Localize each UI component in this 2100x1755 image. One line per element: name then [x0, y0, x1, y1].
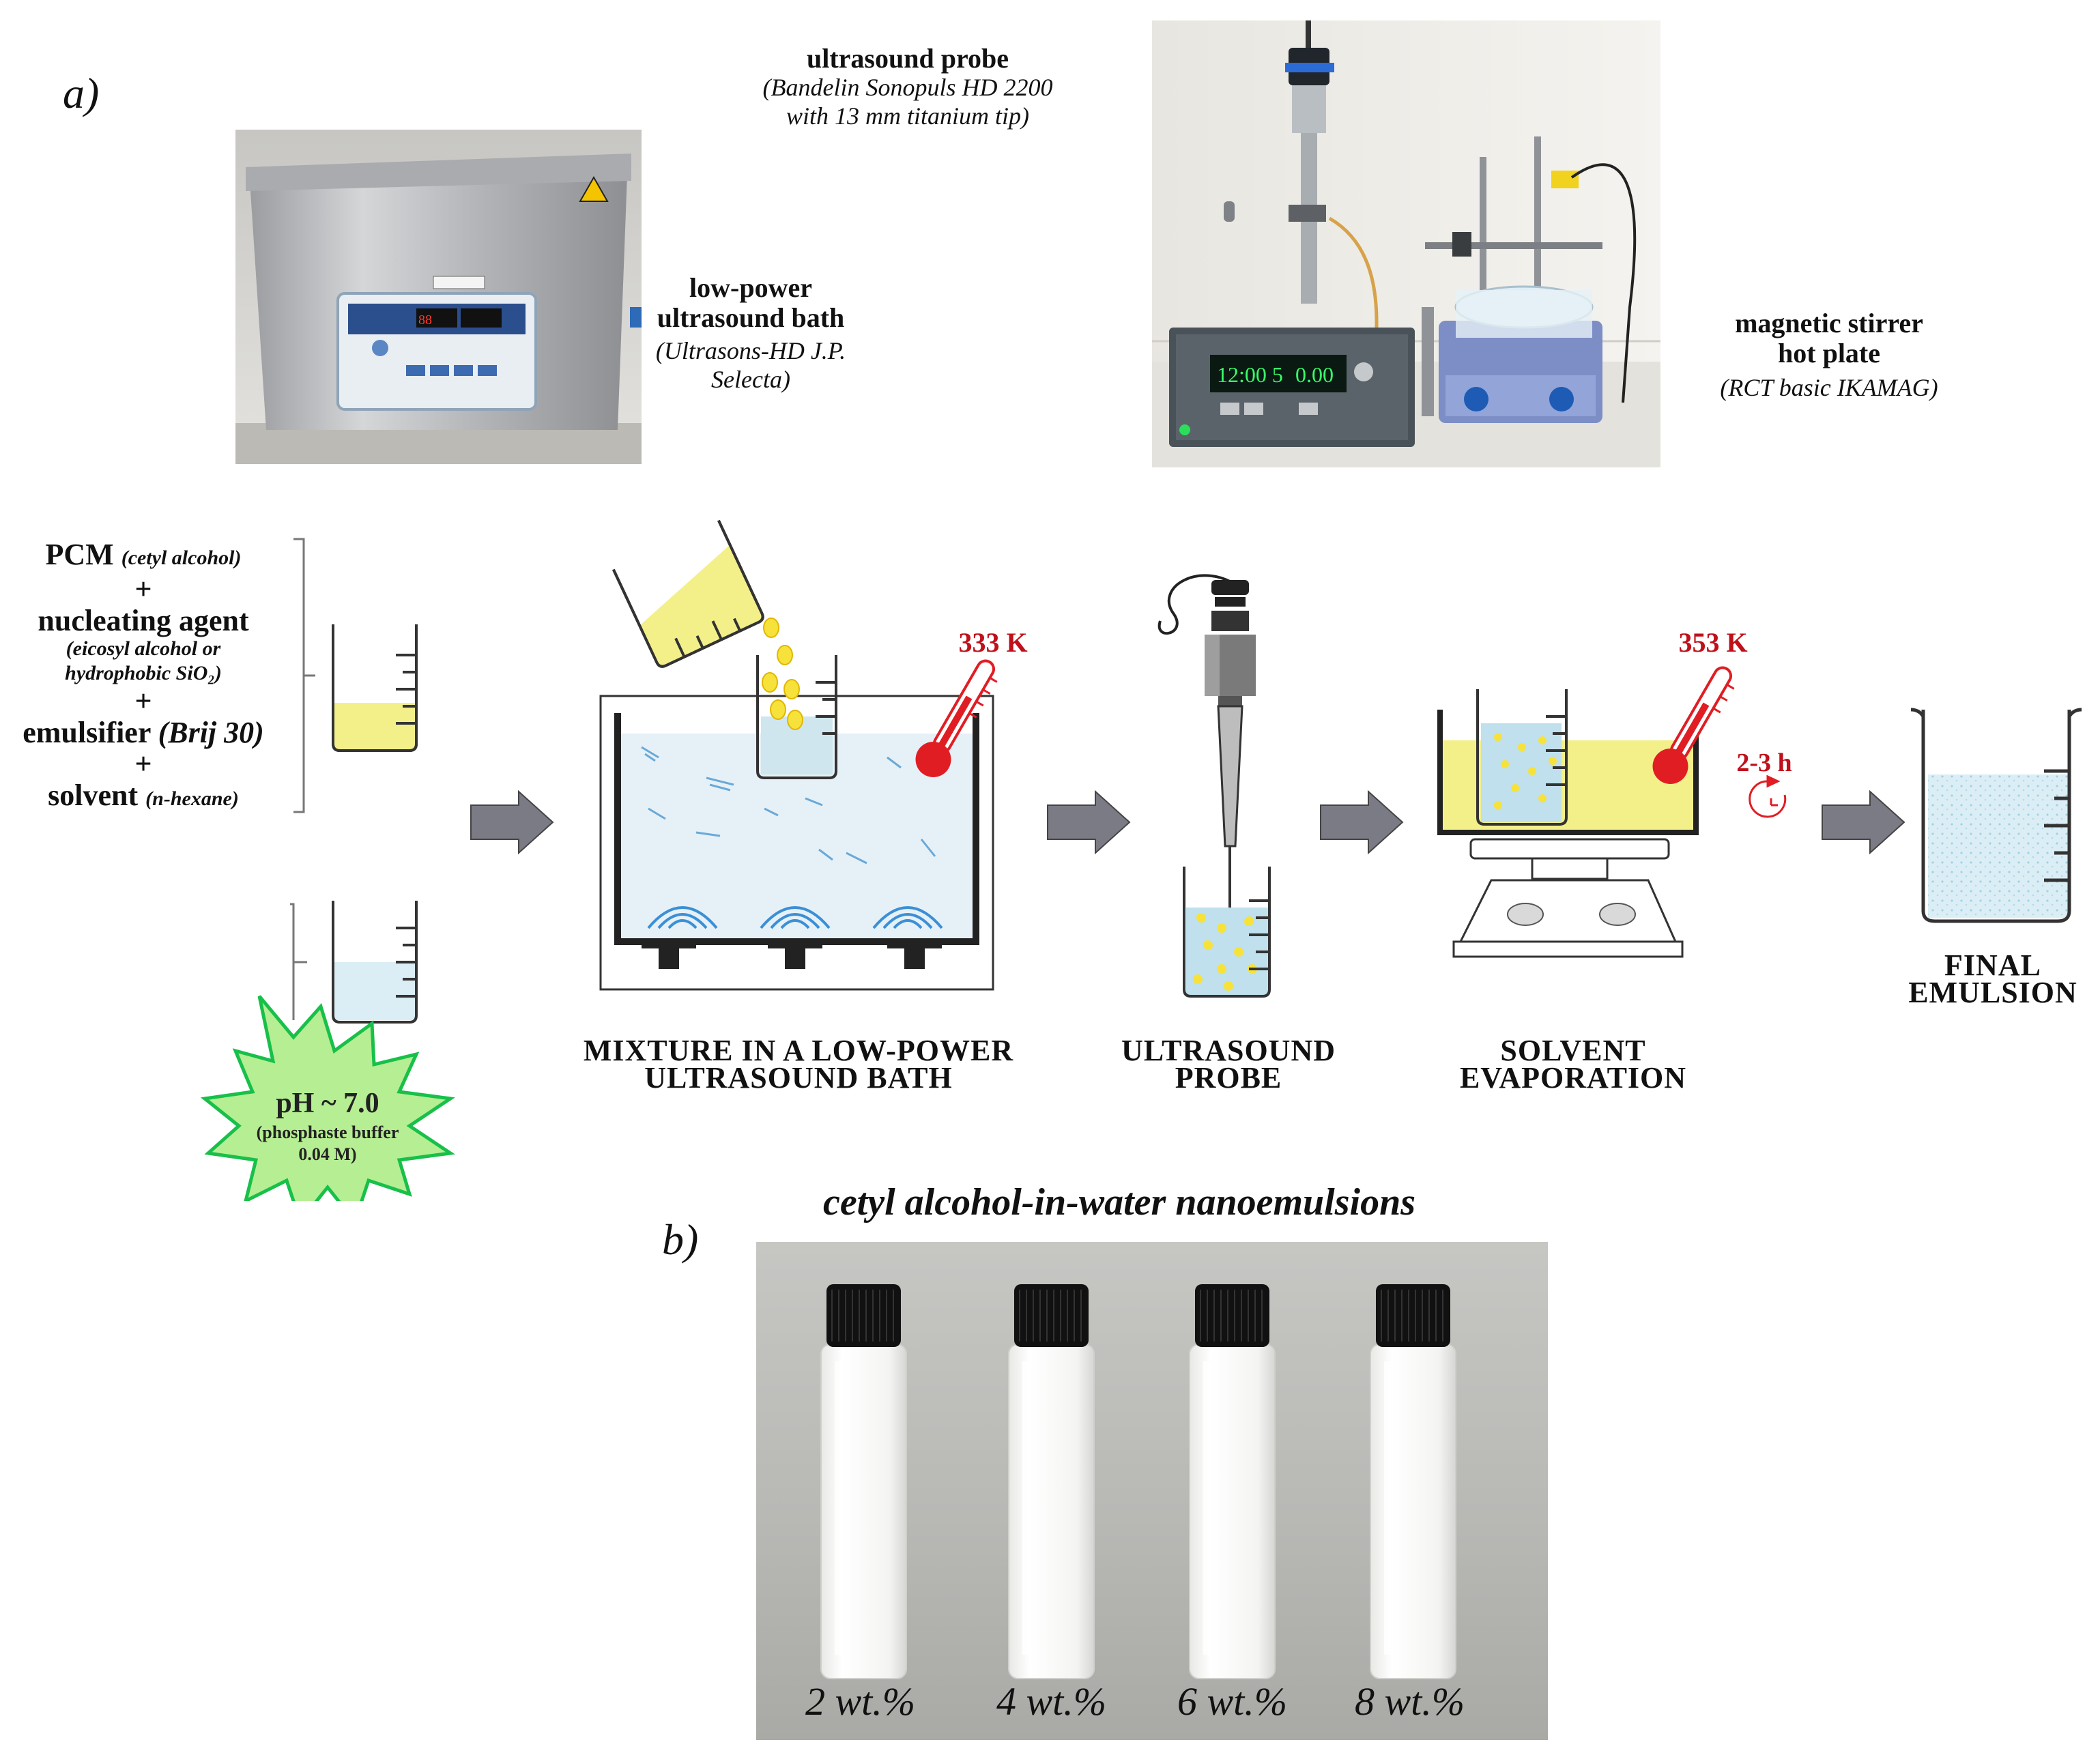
ingredient-nucleating-detail-1: (eicosyl alcohol or — [66, 637, 221, 660]
step-label-final: FINAL EMULSION — [1890, 948, 2095, 1009]
timer-icon — [1749, 774, 1787, 818]
ingredient-bracket — [293, 538, 305, 813]
step-label-probe: ULTRASOUND PROBE — [1092, 1034, 1365, 1094]
ingredient-emulsifier-detail: (Brij 30) — [158, 716, 264, 749]
vial-label-2: 4 wt.% — [996, 1679, 1107, 1724]
ingredient-list: PCM (cetyl alcohol) + nucleating agent (… — [0, 539, 287, 815]
vial-label-1: 2 wt.% — [805, 1679, 916, 1724]
buffer-ph: pH ~ 7.0 — [276, 1088, 379, 1119]
panel-b-title: cetyl alcohol-in-water nanoemulsions — [822, 1181, 1416, 1223]
ingredient-solvent: solvent (n-hexane) — [48, 779, 239, 812]
probe-subtitle-line-1: (Bandelin Sonopuls HD 2200 — [762, 74, 1053, 101]
step-label-probe-line-2: PROBE — [1175, 1061, 1282, 1094]
emulsion-vial — [1008, 1284, 1095, 1679]
bath-title-line-1: low-power — [689, 272, 812, 303]
step-label-final-line-2: EMULSION — [1908, 976, 2077, 1009]
evaporation-thermometer-icon — [1652, 666, 1735, 784]
vial-cap — [826, 1284, 901, 1347]
probe-readout-1: 12:00 5 — [1217, 362, 1283, 387]
ultrasound-bath-illustration: 333 K — [599, 519, 1028, 991]
emulsion-vial — [1370, 1284, 1456, 1679]
plus-sign-2: + — [134, 684, 152, 718]
buffer-subtitle-1: (phosphaste buffer — [257, 1122, 399, 1142]
probe-readout-2: 0.00 — [1295, 362, 1334, 387]
ingredient-nucleating-detail-2: hydrophobic SiO₂) — [65, 662, 222, 684]
emulsion-vial — [820, 1284, 907, 1679]
probe-title: ultrasound probe — [806, 43, 1009, 74]
step-label-mixture-line-1: MIXTURE IN A LOW-POWER — [583, 1034, 1014, 1067]
ingredient-solvent-detail: (n-hexane) — [145, 787, 239, 810]
panel-a-label: a) — [63, 69, 100, 117]
ingredient-pcm-detail: (cetyl alcohol) — [121, 547, 242, 569]
step-label-evaporation: SOLVENT EVAPORATION — [1420, 1034, 1727, 1094]
process-arrow-3 — [1320, 789, 1404, 855]
vial-cap — [1195, 1284, 1269, 1347]
process-arrow-2 — [1047, 789, 1131, 855]
bath-temperature: 333 K — [958, 627, 1027, 658]
process-arrow-1 — [470, 789, 554, 855]
ingredient-pcm: PCM (cetyl alcohol) — [45, 538, 242, 571]
process-diagram: pH ~ 7.0 (phosphaste buffer 0.04 M) — [200, 519, 2082, 1201]
step-label-final-line-1: FINAL — [1944, 948, 2041, 982]
probe-and-stirrer-photo: 12:00 5 0.00 — [1152, 20, 1660, 467]
buffer-subtitle-2: 0.04 M) — [298, 1144, 356, 1164]
bath-subtitle-line-1: (Ultrasons-HD J.P. — [655, 337, 846, 364]
ingredient-emulsifier: emulsifier (Brij 30) — [23, 716, 264, 749]
plus-sign-3: + — [134, 747, 152, 781]
probe-subtitle-line-2: with 13 mm titanium tip) — [786, 102, 1029, 130]
ultrasound-bath-photo: 88 — [235, 130, 642, 464]
emulsion-vial — [1189, 1284, 1276, 1679]
ph-burst-shape — [200, 995, 455, 1201]
ingredient-nucleating: nucleating agent — [38, 604, 249, 637]
ultrasound-probe-illustration — [1157, 574, 1271, 998]
bath-subtitle-line-2: Selecta) — [711, 366, 790, 393]
bath-display-icon: 88 — [418, 313, 432, 328]
solvent-evaporation-illustration: 353 K 2-3 h — [1437, 627, 1792, 958]
vial-cap — [1014, 1284, 1089, 1347]
bath-title-line-2: ultrasound bath — [657, 302, 845, 333]
vial-cap — [1376, 1284, 1450, 1347]
evaporation-temperature: 353 K — [1678, 627, 1747, 658]
vial-label-4: 8 wt.% — [1355, 1679, 1465, 1724]
aqueous-phase-beaker — [332, 901, 418, 1024]
step-label-evaporation-line-2: EVAPORATION — [1459, 1061, 1687, 1094]
stirrer-subtitle: (RCT basic IKAMAG) — [1720, 374, 1938, 401]
buffer-bracket — [290, 903, 295, 1020]
vials-photo — [756, 1242, 1548, 1740]
process-arrow-4 — [1822, 789, 1905, 855]
thermometer-icon — [915, 659, 998, 777]
step-label-mixture: MIXTURE IN A LOW-POWER ULTRASOUND BATH — [560, 1034, 1037, 1094]
oil-phase-beaker — [332, 624, 418, 752]
evaporation-time: 2-3 h — [1736, 749, 1792, 777]
step-label-mixture-line-2: ULTRASOUND BATH — [644, 1061, 953, 1094]
step-label-probe-line-1: ULTRASOUND — [1121, 1034, 1336, 1067]
step-label-evaporation-line-1: SOLVENT — [1500, 1034, 1646, 1067]
stirrer-title-line-2: hot plate — [1778, 338, 1880, 368]
panel-b-label: b) — [662, 1215, 699, 1264]
final-emulsion-beaker — [1910, 708, 2082, 923]
plus-sign-1: + — [134, 572, 152, 606]
stirrer-title-line-1: magnetic stirrer — [1735, 308, 1923, 338]
vial-label-3: 6 wt.% — [1177, 1679, 1288, 1724]
